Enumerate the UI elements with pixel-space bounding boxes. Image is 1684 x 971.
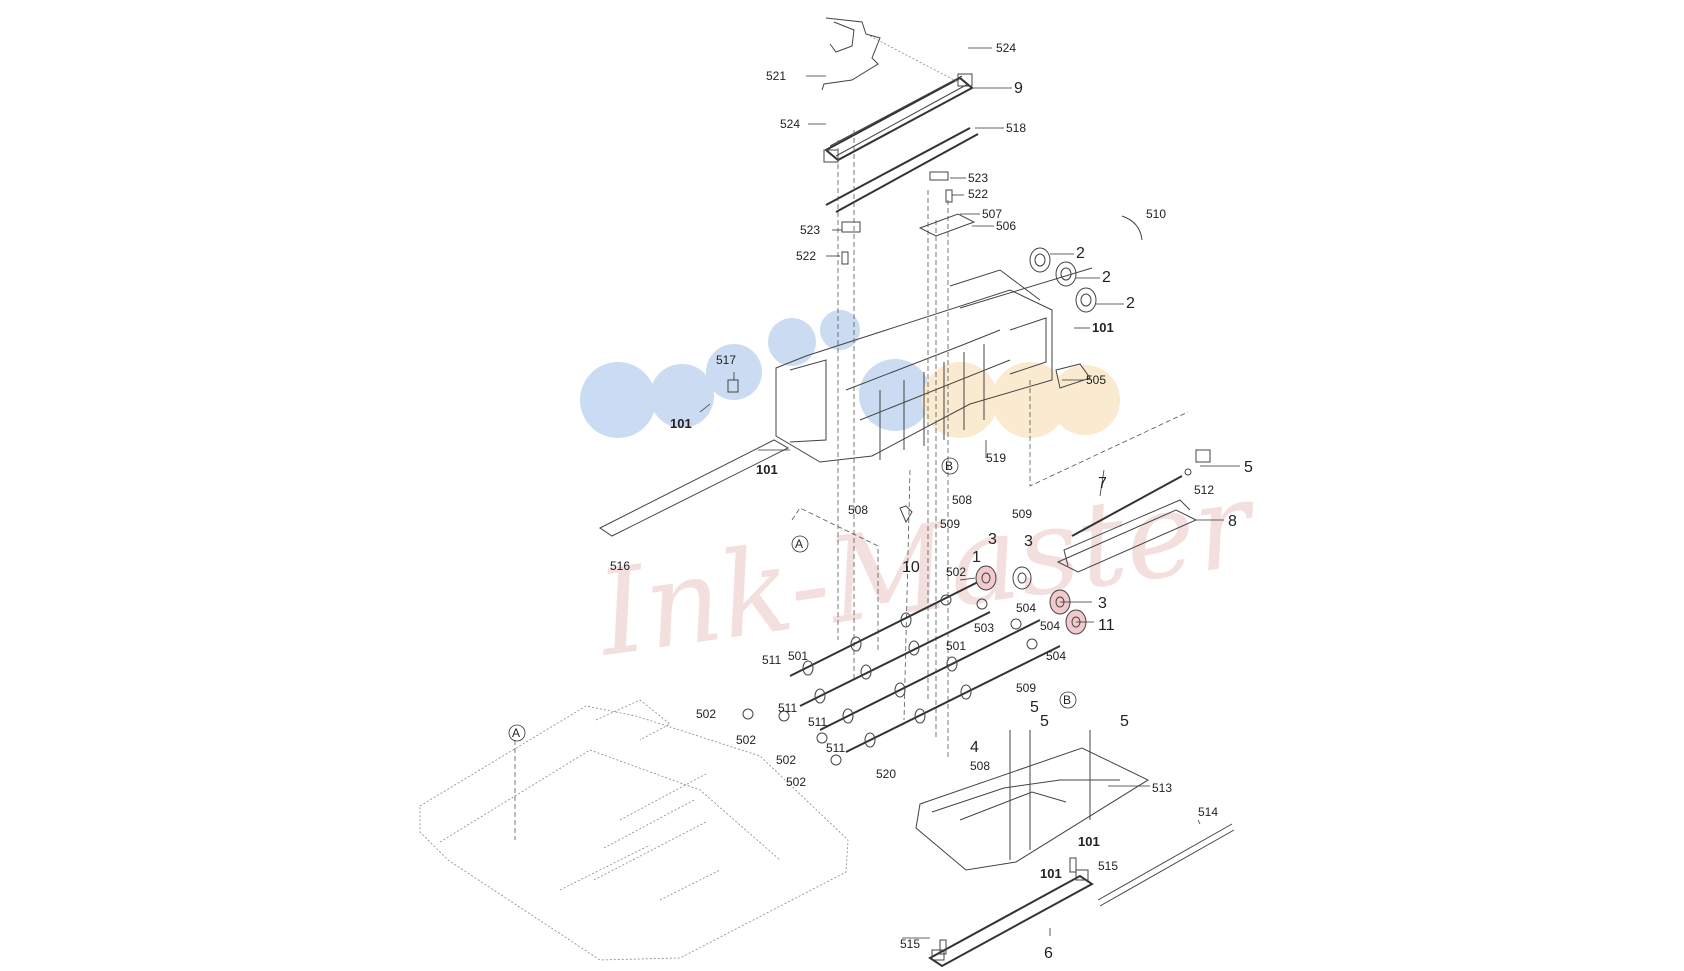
- label-508: 508: [952, 493, 972, 507]
- label-1: 1: [972, 549, 981, 566]
- shaft-501-b: [819, 619, 1041, 731]
- flat-cable-521: [821, 17, 881, 91]
- watermark-dots: [580, 310, 1120, 438]
- label-2: 2: [1126, 295, 1135, 312]
- label-509: 509: [1012, 507, 1032, 521]
- label-511: 511: [778, 701, 797, 715]
- label-509: 509: [940, 517, 960, 531]
- label-502: 502: [736, 733, 756, 747]
- label-511: 511: [808, 715, 827, 729]
- label-523: 523: [800, 223, 820, 237]
- label-502: 502: [946, 565, 966, 579]
- label-5: 5: [1120, 713, 1129, 730]
- label-522: 522: [796, 249, 816, 263]
- leader-lines: [699, 47, 1240, 939]
- bottom-bar-6: [928, 869, 1094, 968]
- marker-a: A: [512, 726, 520, 740]
- label-507: 507: [982, 207, 1002, 221]
- label-517: 517: [716, 353, 736, 367]
- roller-2-a: [1029, 247, 1051, 273]
- label-502: 502: [786, 775, 806, 789]
- label-504: 504: [1040, 619, 1060, 633]
- roller-3-a: [1012, 566, 1032, 590]
- label-3: 3: [1098, 595, 1107, 612]
- label-502: 502: [696, 707, 716, 721]
- label-522: 522: [968, 187, 988, 201]
- label-506: 506: [996, 219, 1016, 233]
- label-101: 101: [1040, 866, 1062, 881]
- label-6: 6: [1044, 945, 1053, 962]
- marker-b: B: [945, 459, 953, 473]
- adf-main-frame: [775, 269, 1091, 463]
- label-508: 508: [848, 503, 868, 517]
- label-511: 511: [762, 653, 781, 667]
- label-523: 523: [968, 171, 988, 185]
- label-101: 101: [670, 416, 692, 431]
- brush-514: [1097, 823, 1235, 907]
- label-4: 4: [970, 739, 979, 756]
- label-3: 3: [988, 531, 997, 548]
- part-labels: 524 9 521 524 518 523 522 507 506 510 52…: [512, 41, 1253, 962]
- label-9: 9: [1014, 80, 1023, 97]
- label-101: 101: [756, 462, 778, 477]
- label-511: 511: [826, 741, 845, 755]
- label-519: 519: [986, 451, 1006, 465]
- label-515: 515: [900, 937, 920, 951]
- label-2: 2: [1076, 245, 1085, 262]
- watermark-text: Ink-Master: [588, 454, 1267, 683]
- label-501: 501: [788, 649, 808, 663]
- label-101: 101: [1078, 834, 1100, 849]
- label-505: 505: [1086, 373, 1106, 387]
- label-5: 5: [1040, 713, 1049, 730]
- label-512: 512: [1194, 483, 1214, 497]
- label-510: 510: [1146, 207, 1166, 221]
- label-101: 101: [1092, 320, 1114, 335]
- shaft-520: [845, 645, 1061, 753]
- shaft-501-a: [789, 575, 991, 677]
- label-524: 524: [996, 41, 1016, 55]
- label-501: 501: [946, 639, 966, 653]
- label-8: 8: [1228, 513, 1237, 530]
- label-509: 509: [1016, 681, 1036, 695]
- label-7: 7: [1098, 475, 1107, 492]
- label-513: 513: [1152, 781, 1172, 795]
- label-504: 504: [1016, 601, 1036, 615]
- document-mat-516: [599, 439, 790, 537]
- lower-guide-513: [915, 730, 1150, 871]
- label-520: 520: [876, 767, 896, 781]
- label-10: 10: [902, 559, 920, 576]
- label-514: 514: [1198, 805, 1218, 819]
- label-11: 11: [1098, 617, 1115, 634]
- label-503: 503: [974, 621, 994, 635]
- label-508: 508: [970, 759, 990, 773]
- roller-1: [975, 565, 997, 591]
- label-516: 516: [610, 559, 630, 573]
- label-3: 3: [1024, 533, 1033, 550]
- label-2: 2: [1102, 269, 1111, 286]
- label-515: 515: [1098, 859, 1118, 873]
- label-504: 504: [1046, 649, 1066, 663]
- label-518: 518: [1006, 121, 1026, 135]
- output-tray: [419, 699, 849, 961]
- label-5: 5: [1030, 699, 1039, 716]
- marker-a: A: [795, 537, 803, 551]
- shaft-503: [799, 611, 991, 707]
- label-502: 502: [776, 753, 796, 767]
- label-5: 5: [1244, 459, 1253, 476]
- roller-2-c: [1075, 287, 1097, 313]
- label-524: 524: [780, 117, 800, 131]
- marker-b: B: [1063, 693, 1071, 707]
- label-521: 521: [766, 69, 786, 83]
